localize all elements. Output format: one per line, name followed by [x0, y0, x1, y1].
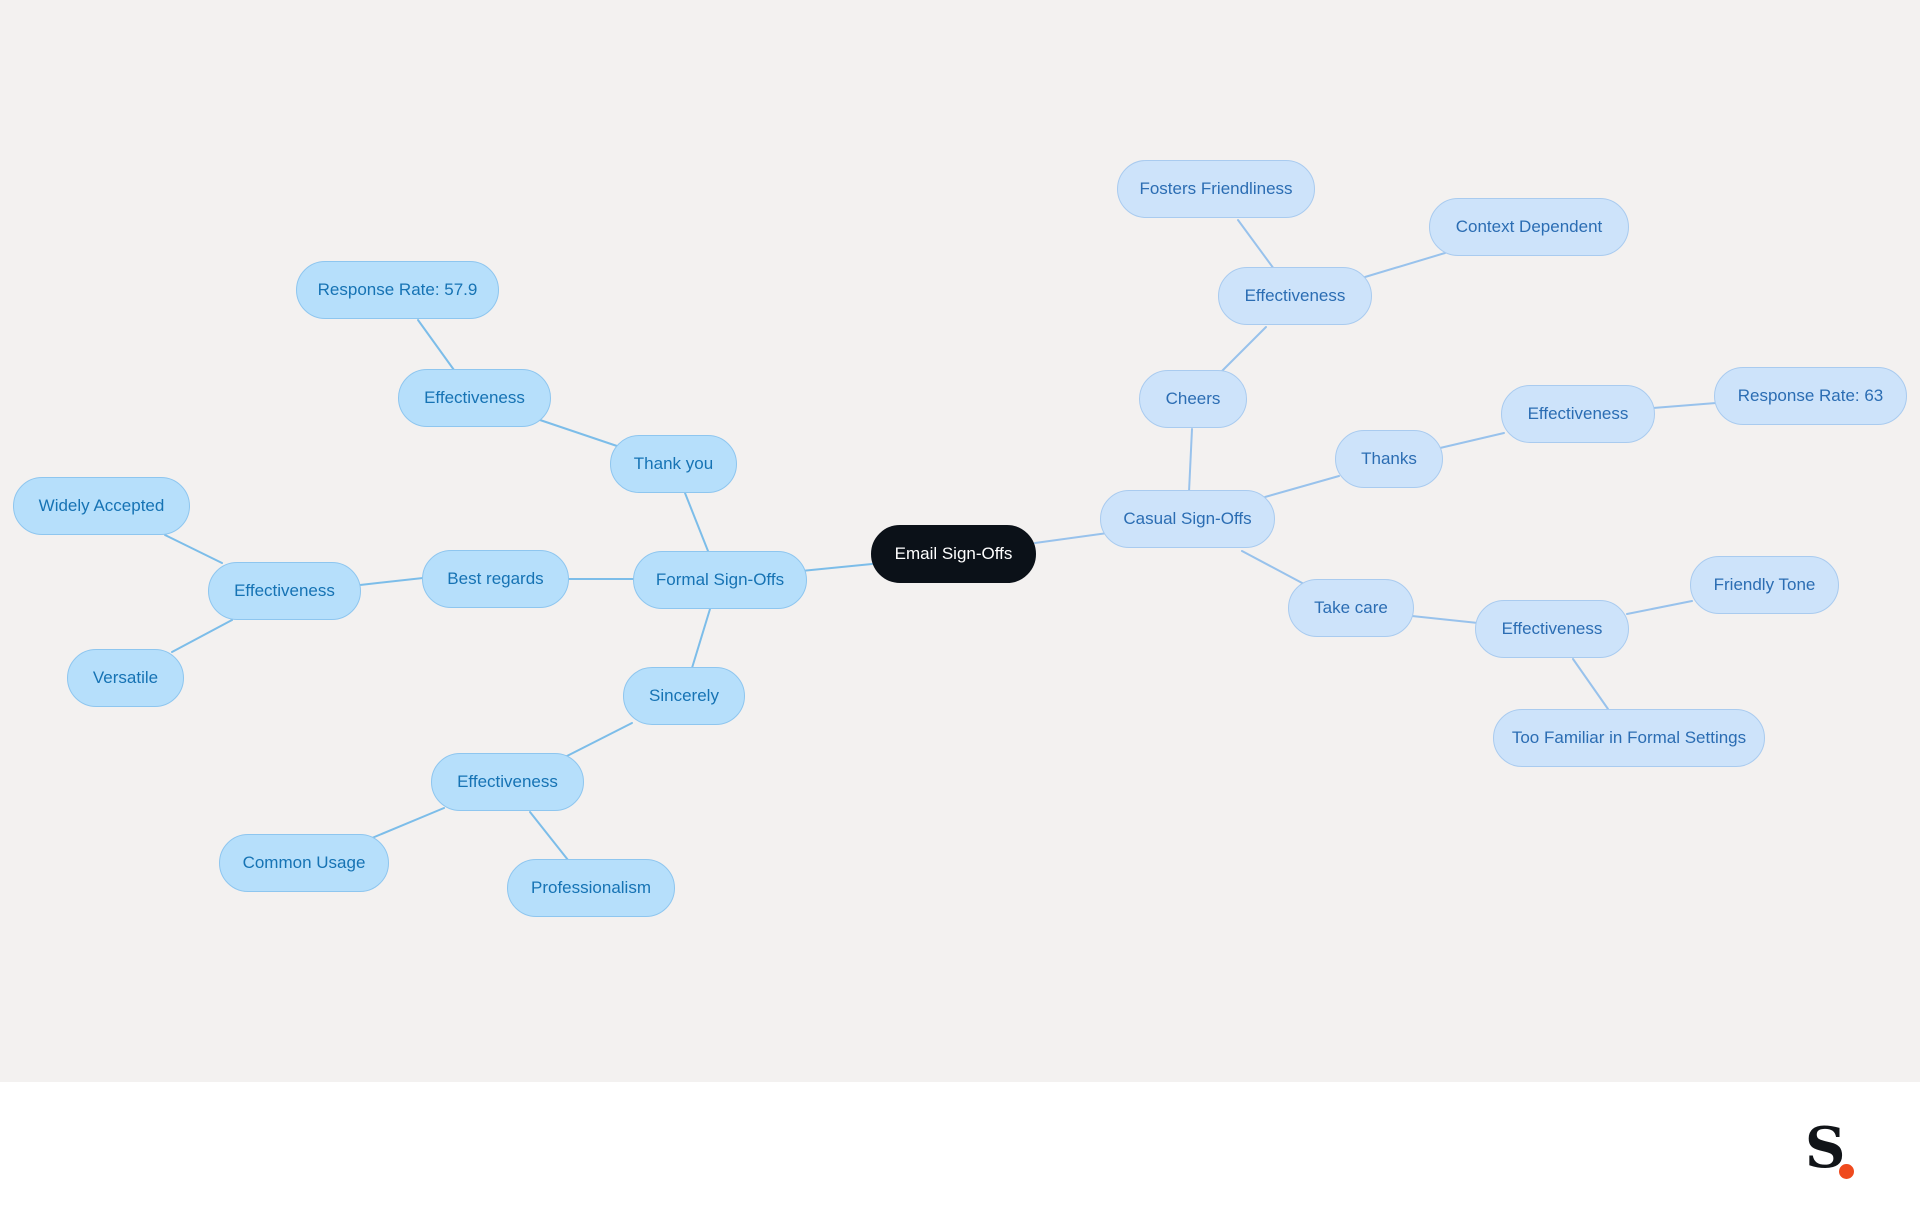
mindmap-edges [164, 219, 1717, 861]
root-node-email-sign-offs[interactable]: Email Sign-Offs [871, 525, 1036, 583]
friendly-tone-node[interactable]: Friendly Tone [1690, 556, 1839, 614]
formal-sign-offs-node[interactable]: Formal Sign-Offs [633, 551, 807, 609]
edge-takecare-effectiveness [1411, 615, 1479, 624]
thanks-node[interactable]: Thanks [1335, 430, 1443, 488]
best-regards-effectiveness-node[interactable]: Effectiveness [208, 562, 361, 620]
widely-accepted-node[interactable]: Widely Accepted [13, 477, 190, 535]
edge-thanks-effectiveness [1439, 432, 1505, 449]
take-care-node[interactable]: Take care [1288, 579, 1414, 637]
thank-you-effectiveness-node[interactable]: Effectiveness [398, 369, 551, 427]
edge-casual-thanks [1264, 475, 1340, 498]
edge-effectiveness-contextdependent [1364, 252, 1446, 278]
professionalism-node[interactable]: Professionalism [507, 859, 675, 917]
edge-casual-takecare [1241, 550, 1305, 585]
cheers-effectiveness-node[interactable]: Effectiveness [1218, 267, 1372, 325]
edge-effectiveness-versatile [171, 619, 233, 653]
take-care-effectiveness-node[interactable]: Effectiveness [1475, 600, 1629, 658]
fosters-friendliness-node[interactable]: Fosters Friendliness [1117, 160, 1315, 218]
edge-effectiveness-friendlytone [1626, 600, 1693, 615]
edge-cheers-effectiveness [1221, 326, 1267, 372]
edge-bestregards-effectiveness [359, 577, 424, 586]
footer-bar [0, 1082, 1920, 1215]
response-rate-57-9-node[interactable]: Response Rate: 57.9 [296, 261, 499, 319]
brand-logo-dot-icon [1839, 1164, 1854, 1179]
common-usage-node[interactable]: Common Usage [219, 834, 389, 892]
edge-formal-sincerely [691, 608, 711, 669]
versatile-node[interactable]: Versatile [67, 649, 184, 707]
response-rate-63-node[interactable]: Response Rate: 63 [1714, 367, 1907, 425]
edge-effectiveness-responserate [417, 319, 455, 371]
edge-formal-thankyou [684, 492, 709, 552]
thank-you-node[interactable]: Thank you [610, 435, 737, 493]
sincerely-effectiveness-node[interactable]: Effectiveness [431, 753, 584, 811]
brand-logo-letter: S [1805, 1115, 1846, 1181]
context-dependent-node[interactable]: Context Dependent [1429, 198, 1629, 256]
edge-effectiveness-commonusage [371, 807, 445, 839]
edge-effectiveness-professionalism [529, 811, 569, 861]
casual-sign-offs-node[interactable]: Casual Sign-Offs [1100, 490, 1275, 548]
brand-logo[interactable]: S [1805, 1120, 1865, 1184]
sincerely-node[interactable]: Sincerely [623, 667, 745, 725]
edge-effectiveness-widelyaccepted [164, 534, 223, 564]
too-familiar-in-formal-settings-node[interactable]: Too Familiar in Formal Settings [1493, 709, 1765, 767]
best-regards-node[interactable]: Best regards [422, 550, 569, 608]
edge-effectiveness-toofamiliar [1572, 658, 1609, 710]
edge-thankyou-effectiveness [539, 419, 618, 447]
mindmap-canvas: Email Sign-Offs Formal Sign-Offs Thank y… [0, 0, 1920, 1082]
edge-casual-cheers [1188, 428, 1193, 493]
edge-effectiveness-responserate63 [1652, 402, 1717, 409]
edge-sincerely-effectiveness [564, 722, 633, 758]
edge-effectiveness-fostersfriendliness [1237, 219, 1275, 270]
thanks-effectiveness-node[interactable]: Effectiveness [1501, 385, 1655, 443]
cheers-node[interactable]: Cheers [1139, 370, 1247, 428]
